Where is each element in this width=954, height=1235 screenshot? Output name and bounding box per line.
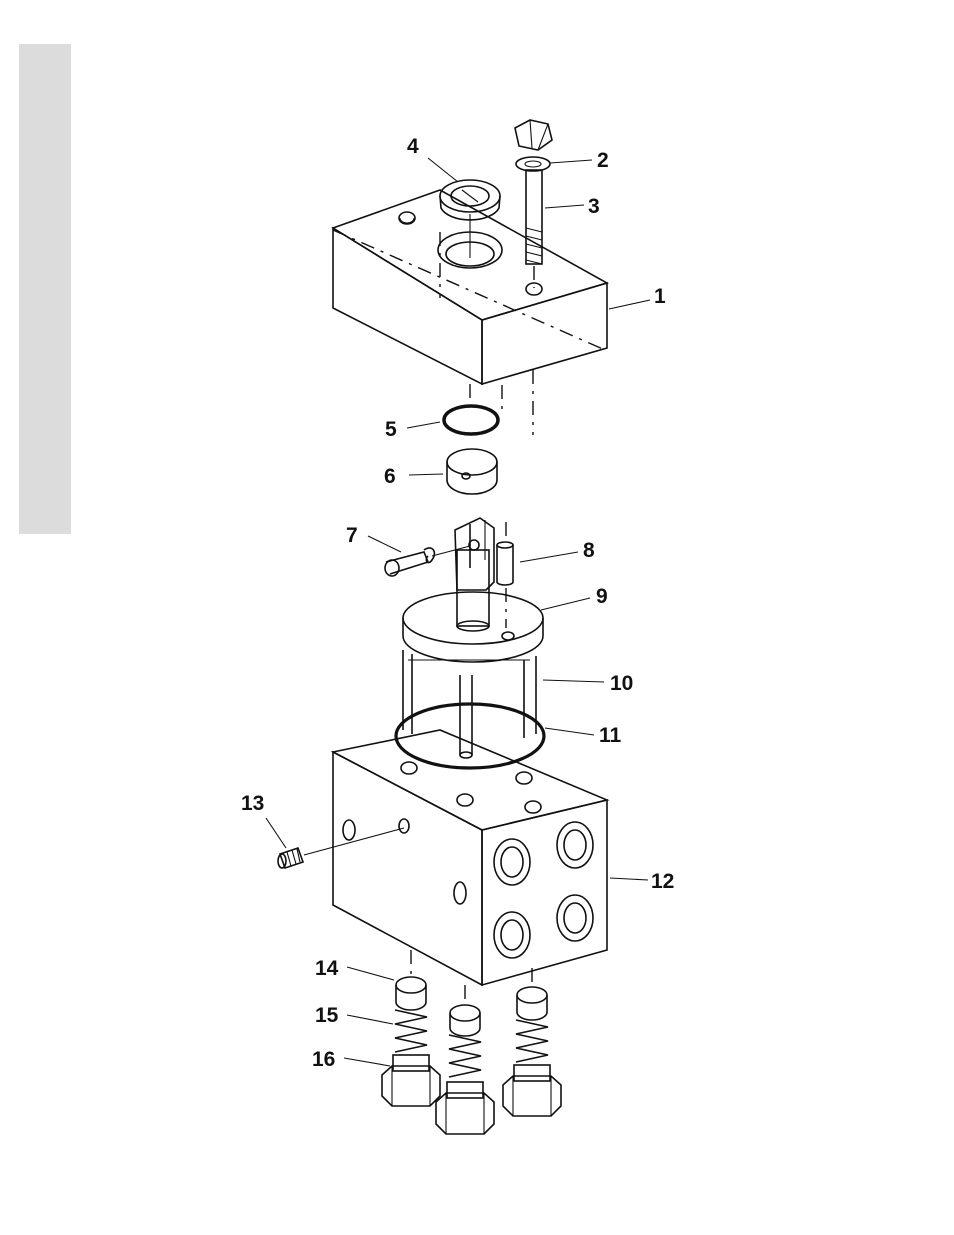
callout-11: 11 [599, 724, 622, 747]
callout-16: 16 [312, 1048, 335, 1071]
part-16-plugs [382, 1055, 561, 1134]
part-2-washer [516, 157, 550, 171]
leader-lines [266, 158, 650, 1066]
callout-12: 12 [651, 870, 674, 893]
callout-9: 9 [596, 585, 608, 608]
callout-6: 6 [384, 465, 396, 488]
part-5-o-ring [444, 406, 498, 434]
part-13-set-screw [278, 828, 404, 868]
callout-2: 2 [597, 149, 609, 172]
part-6-disc [447, 449, 497, 494]
callout-8: 8 [583, 539, 595, 562]
callout-4: 4 [407, 135, 419, 158]
callout-14: 14 [315, 957, 339, 980]
part-9-cap [403, 518, 543, 662]
callout-13: 13 [241, 792, 264, 815]
callout-3: 3 [588, 195, 600, 218]
part-8-pin [497, 522, 513, 628]
part-3-bolt [515, 120, 552, 288]
part-11-large-o-ring [396, 704, 544, 768]
callout-5: 5 [385, 418, 397, 441]
callout-10: 10 [610, 672, 633, 695]
part-14-check-balls [396, 977, 547, 1036]
callout-15: 15 [315, 1004, 339, 1027]
callout-7: 7 [346, 524, 358, 547]
callout-1: 1 [654, 285, 666, 308]
